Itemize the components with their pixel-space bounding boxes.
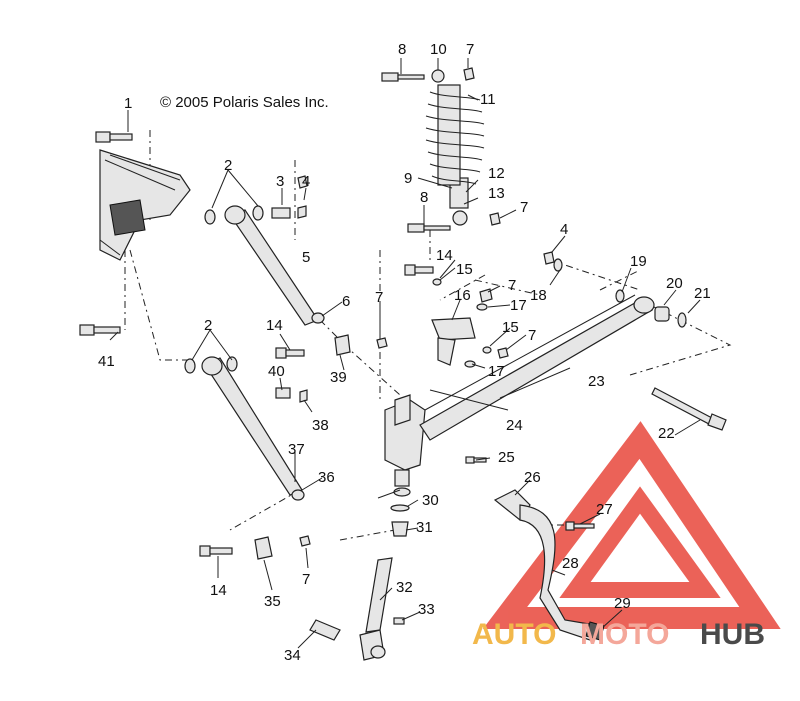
- callout-9: 9: [404, 170, 412, 187]
- callout-7-d: 7: [508, 277, 516, 294]
- callout-26: 26: [524, 469, 541, 486]
- callout-19: 19: [630, 253, 647, 270]
- watermark-hub: HUB: [700, 618, 765, 651]
- steering-arm: [493, 489, 605, 641]
- callout-35: 35: [264, 593, 281, 610]
- callout-37: 37: [288, 441, 305, 458]
- callout-33: 33: [418, 601, 435, 618]
- callout-15-b: 15: [502, 319, 519, 336]
- bolt-27: [565, 521, 595, 531]
- callout-labels: 1 2 3 4 5 6 7 8 9 10 7 11 12 13 8 7 14 1…: [98, 41, 711, 664]
- washers: [297, 175, 625, 303]
- o-ring-21: [677, 312, 687, 328]
- callout-25: 25: [498, 449, 515, 466]
- watermark-text: AUTO MOTO HUB: [472, 618, 765, 651]
- leader-lines: [109, 58, 701, 649]
- washers-15-17: [432, 278, 492, 368]
- bracket-16: [431, 317, 476, 366]
- callout-15-a: 15: [456, 261, 473, 278]
- callout-17-a: 17: [510, 297, 527, 314]
- callout-20: 20: [666, 275, 683, 292]
- bolt-41: [79, 324, 121, 336]
- ball-joint-35: [254, 536, 273, 560]
- callout-14-mid: 14: [266, 317, 283, 334]
- shock-absorber: [381, 69, 485, 233]
- bolt-14-c: [404, 264, 434, 276]
- callout-18: 18: [530, 287, 547, 304]
- callout-23: 23: [588, 373, 605, 390]
- callout-14-bottom: 14: [210, 582, 227, 599]
- callout-7-f: 7: [302, 571, 310, 588]
- lower-control-arm: [184, 356, 308, 501]
- callout-7-e: 7: [528, 327, 536, 344]
- callout-7-a: 7: [375, 289, 383, 306]
- callout-34: 34: [284, 647, 301, 664]
- watermark-moto: MOTO: [580, 618, 669, 651]
- callout-2-lower: 2: [204, 317, 212, 334]
- washer-30: [390, 504, 410, 512]
- bolt-33: [393, 617, 405, 625]
- callout-31: 31: [416, 519, 433, 536]
- callout-41: 41: [98, 353, 115, 370]
- callout-10: 10: [430, 41, 447, 58]
- callout-3: 3: [276, 173, 284, 190]
- bushing-31: [391, 521, 409, 537]
- trailing-arm: [419, 294, 655, 441]
- callout-4-right: 4: [560, 221, 568, 238]
- callout-8-top: 8: [398, 41, 406, 58]
- callout-28: 28: [562, 555, 579, 572]
- callout-5: 5: [302, 249, 310, 266]
- callout-39: 39: [330, 369, 347, 386]
- watermark-triangle-inner: [559, 486, 721, 598]
- bushing-20: [654, 306, 670, 322]
- callout-38: 38: [312, 417, 329, 434]
- callout-7-b: 7: [466, 41, 474, 58]
- callout-29: 29: [614, 595, 631, 612]
- bolt-1: [95, 131, 133, 143]
- callout-7-c: 7: [520, 199, 528, 216]
- spindle-shaft: [359, 557, 393, 661]
- callout-32: 32: [396, 579, 413, 596]
- nuts: [299, 67, 509, 547]
- callout-16: 16: [454, 287, 471, 304]
- callout-36: 36: [318, 469, 335, 486]
- callout-2-upper: 2: [224, 157, 232, 174]
- callout-21: 21: [694, 285, 711, 302]
- callout-6: 6: [342, 293, 350, 310]
- callout-17-b: 17: [488, 363, 505, 380]
- bolt-22: [651, 387, 727, 431]
- callout-27: 27: [596, 501, 613, 518]
- callout-22: 22: [658, 425, 675, 442]
- callout-40: 40: [268, 363, 285, 380]
- callout-4-left: 4: [302, 173, 310, 190]
- bolt-25: [465, 456, 487, 464]
- callout-8-mid: 8: [420, 189, 428, 206]
- callout-13: 13: [488, 185, 505, 202]
- callout-24: 24: [506, 417, 523, 434]
- bolt-14-a: [275, 347, 305, 359]
- copyright-notice: © 2005 Polaris Sales Inc.: [160, 94, 329, 111]
- callout-12: 12: [488, 165, 505, 182]
- callout-1: 1: [124, 95, 132, 112]
- watermark-auto: AUTO: [472, 618, 556, 651]
- ball-joint-39: [334, 334, 351, 356]
- frame-bracket: [99, 149, 191, 261]
- pin-34: [309, 619, 341, 641]
- callout-14-top: 14: [436, 247, 453, 264]
- spindle-assembly: [384, 394, 426, 497]
- callout-30: 30: [422, 492, 439, 509]
- bolt-14-b: [199, 545, 233, 557]
- callout-11: 11: [480, 91, 496, 108]
- upper-control-arm: [204, 205, 325, 326]
